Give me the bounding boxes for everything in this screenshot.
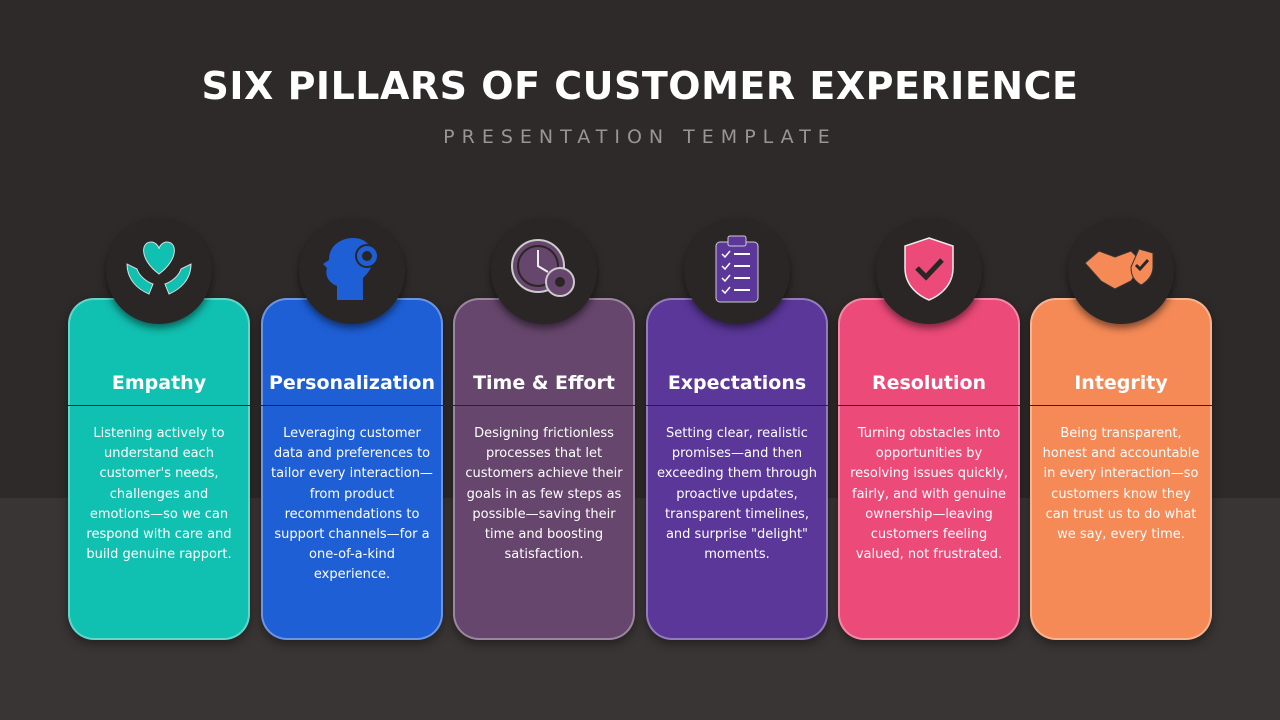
pillar-description: Leveraging customer data and preferences… <box>271 426 433 583</box>
pillar-card-time-effort: Time & Effort Designing frictionless pro… <box>453 298 635 640</box>
pillar-card-personalization: Personalization Leveraging customer data… <box>261 298 443 640</box>
pillar-icon-circle <box>491 218 597 324</box>
head-gear-icon <box>317 234 387 308</box>
pillar-description: Setting clear, realistic promises—and th… <box>656 426 818 563</box>
pillar-title: Personalization <box>269 372 435 394</box>
pillar-title: Expectations <box>667 372 807 394</box>
pillar-card-expectations: Expectations Setting clear, realistic pr… <box>646 298 828 640</box>
pillar-icon-circle <box>876 218 982 324</box>
heart-hands-icon <box>119 234 199 308</box>
pillar-title: Integrity <box>1074 372 1168 394</box>
pillar-card-resolution: Resolution Turning obstacles into opport… <box>838 298 1020 640</box>
pillar-card-integrity: Integrity Being transparent, honest and … <box>1030 298 1212 640</box>
pillar-icon-circle <box>299 218 405 324</box>
page-subtitle: PRESENTATION TEMPLATE <box>443 126 837 148</box>
pillar-icon-circle <box>684 218 790 324</box>
pillar-card-empathy: Empathy Listening actively to understand… <box>68 298 250 640</box>
clock-gear-icon <box>506 234 582 308</box>
page-title: SIX PILLARS OF CUSTOMER EXPERIENCE <box>201 64 1079 108</box>
pillar-icon-circle <box>106 218 212 324</box>
pillar-title: Time & Effort <box>473 372 615 394</box>
divider-line <box>68 405 1212 406</box>
pillar-description: Turning obstacles into opportunities by … <box>850 426 1008 563</box>
pillar-icon-circle <box>1068 218 1174 324</box>
pillar-title: Empathy <box>111 372 207 394</box>
pillar-description: Listening actively to understand each cu… <box>86 426 232 563</box>
pillar-description: Being transparent, honest and accountabl… <box>1042 426 1200 543</box>
shield-check-icon <box>899 234 959 308</box>
pillar-description: Designing frictionless processes that le… <box>465 426 623 563</box>
clipboard-checklist-icon <box>712 234 762 308</box>
pillar-title: Resolution <box>871 372 987 394</box>
handshake-shield-icon <box>1081 239 1161 303</box>
